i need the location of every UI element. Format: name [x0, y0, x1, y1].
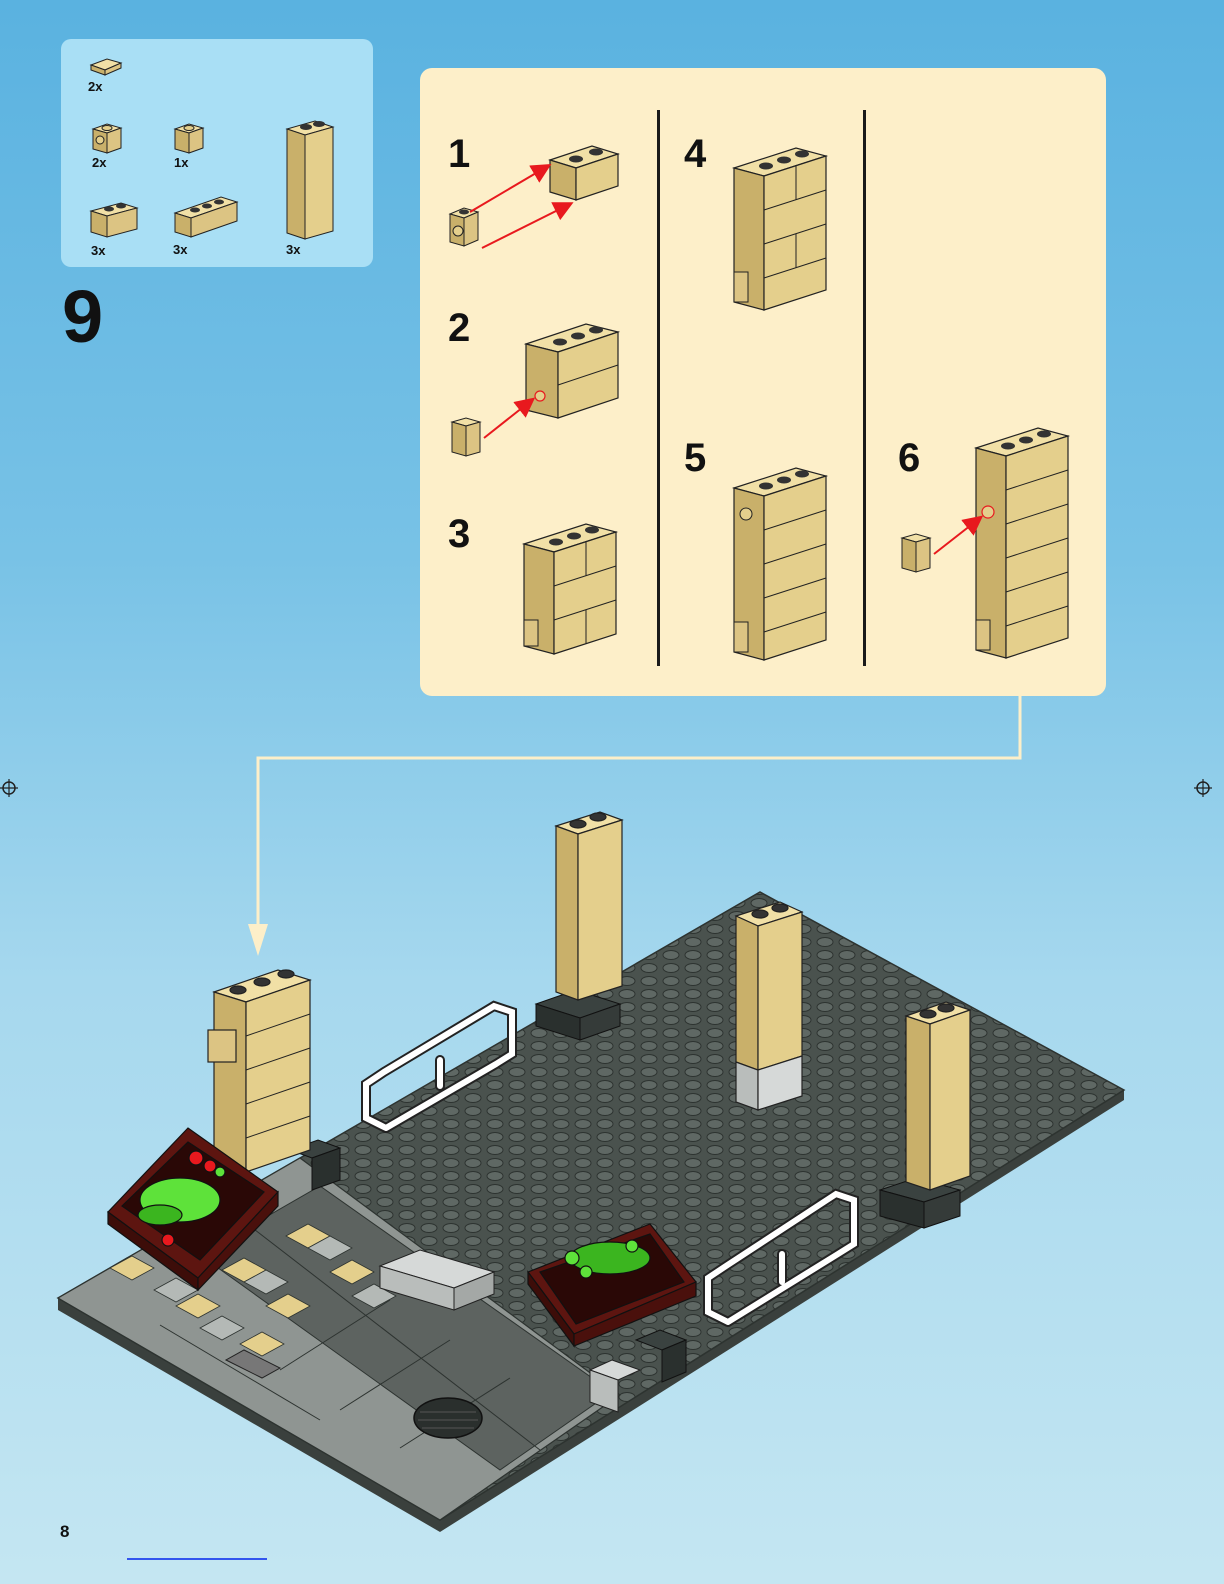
tan-pillar [736, 902, 802, 1110]
page-number: 8 [60, 1522, 69, 1542]
tan-pillar [556, 812, 622, 1000]
tan-pillar [906, 1002, 970, 1190]
tan-brick-wall [208, 970, 310, 1172]
manhole-cover [414, 1398, 482, 1438]
footer-line [127, 1558, 267, 1560]
